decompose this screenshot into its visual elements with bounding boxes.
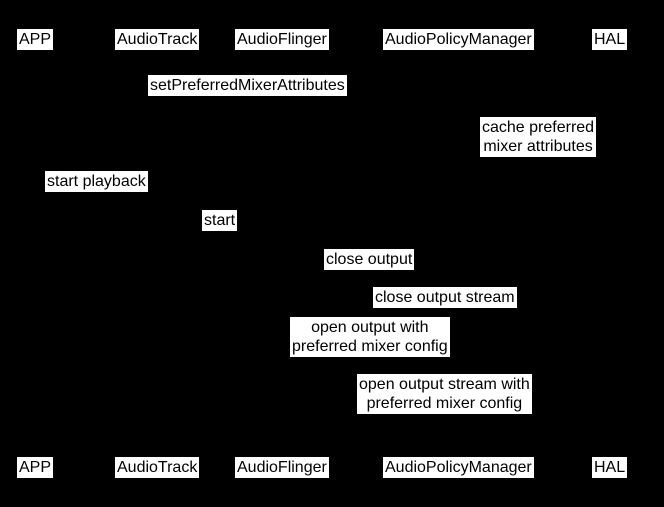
message-close-output: close output xyxy=(324,249,415,270)
message-open-output-stream-preferred-config: open output stream with preferred mixer … xyxy=(357,374,532,414)
message-close-output-stream: close output stream xyxy=(373,287,517,308)
message-cache-preferred-mixer-attributes: cache preferred mixer attributes xyxy=(480,117,597,157)
participant-bottom-hal: HAL xyxy=(592,457,628,478)
participant-top-hal: HAL xyxy=(592,29,628,50)
participant-top-audioflinger: AudioFlinger xyxy=(235,29,329,50)
participant-top-app: APP xyxy=(17,29,54,50)
participant-bottom-app: APP xyxy=(17,457,54,478)
participant-bottom-audioflinger: AudioFlinger xyxy=(235,457,329,478)
message-start: start xyxy=(202,210,238,231)
participant-bottom-audiopolicymanager: AudioPolicyManager xyxy=(383,457,534,478)
message-open-output-preferred-mixer-config: open output with preferred mixer config xyxy=(290,317,450,357)
message-start-playback: start playback xyxy=(45,171,148,192)
message-set-preferred-mixer-attributes: setPreferredMixerAttributes xyxy=(148,75,347,96)
participant-top-audiopolicymanager: AudioPolicyManager xyxy=(383,29,534,50)
participant-top-audiotrack: AudioTrack xyxy=(115,29,200,50)
participant-bottom-audiotrack: AudioTrack xyxy=(115,457,200,478)
